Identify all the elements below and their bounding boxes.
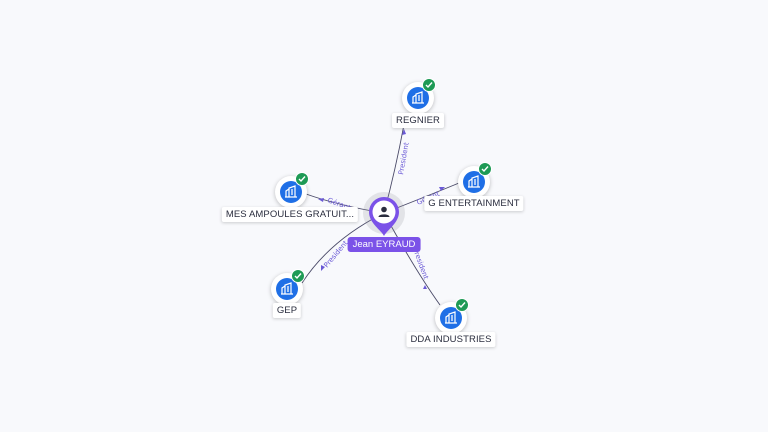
company-node-mes-ampoules[interactable] xyxy=(275,172,309,208)
company-label-regnier[interactable]: REGNIER xyxy=(392,113,444,128)
building-icon xyxy=(407,87,429,109)
building-icon xyxy=(280,181,302,203)
company-label-gep[interactable]: GEP xyxy=(272,303,302,318)
company-node-regnier[interactable] xyxy=(402,78,436,114)
building-icon xyxy=(463,171,485,193)
company-node-gep[interactable] xyxy=(271,269,305,305)
verified-check-icon xyxy=(478,162,492,176)
verified-check-icon xyxy=(295,172,309,186)
verified-check-icon xyxy=(422,78,436,92)
arrow-mes-ampoules xyxy=(318,198,324,202)
company-node-dda-industries[interactable] xyxy=(435,298,469,334)
arrow-dda-industries xyxy=(423,285,427,289)
person-node[interactable] xyxy=(368,196,400,238)
relation-label-regnier: President xyxy=(397,142,411,176)
company-label-g-entertainment[interactable]: G ENTERTAINMENT xyxy=(424,196,524,211)
verified-check-icon xyxy=(455,298,469,312)
company-node-g-entertainment[interactable] xyxy=(458,162,492,198)
arrow-g-entertainment xyxy=(439,187,445,191)
arrow-regnier xyxy=(402,129,406,135)
person-label[interactable]: Jean EYRAUD xyxy=(347,237,421,252)
building-icon xyxy=(440,307,462,329)
company-label-dda-industries[interactable]: DDA INDUSTRIES xyxy=(406,332,496,347)
verified-check-icon xyxy=(291,269,305,283)
relation-label-gep: President xyxy=(322,239,349,269)
building-icon xyxy=(276,278,298,300)
company-label-mes-ampoules[interactable]: MES AMPOULES GRATUIT... xyxy=(221,207,359,222)
person-icon xyxy=(378,206,390,217)
arrow-gep xyxy=(321,265,325,271)
